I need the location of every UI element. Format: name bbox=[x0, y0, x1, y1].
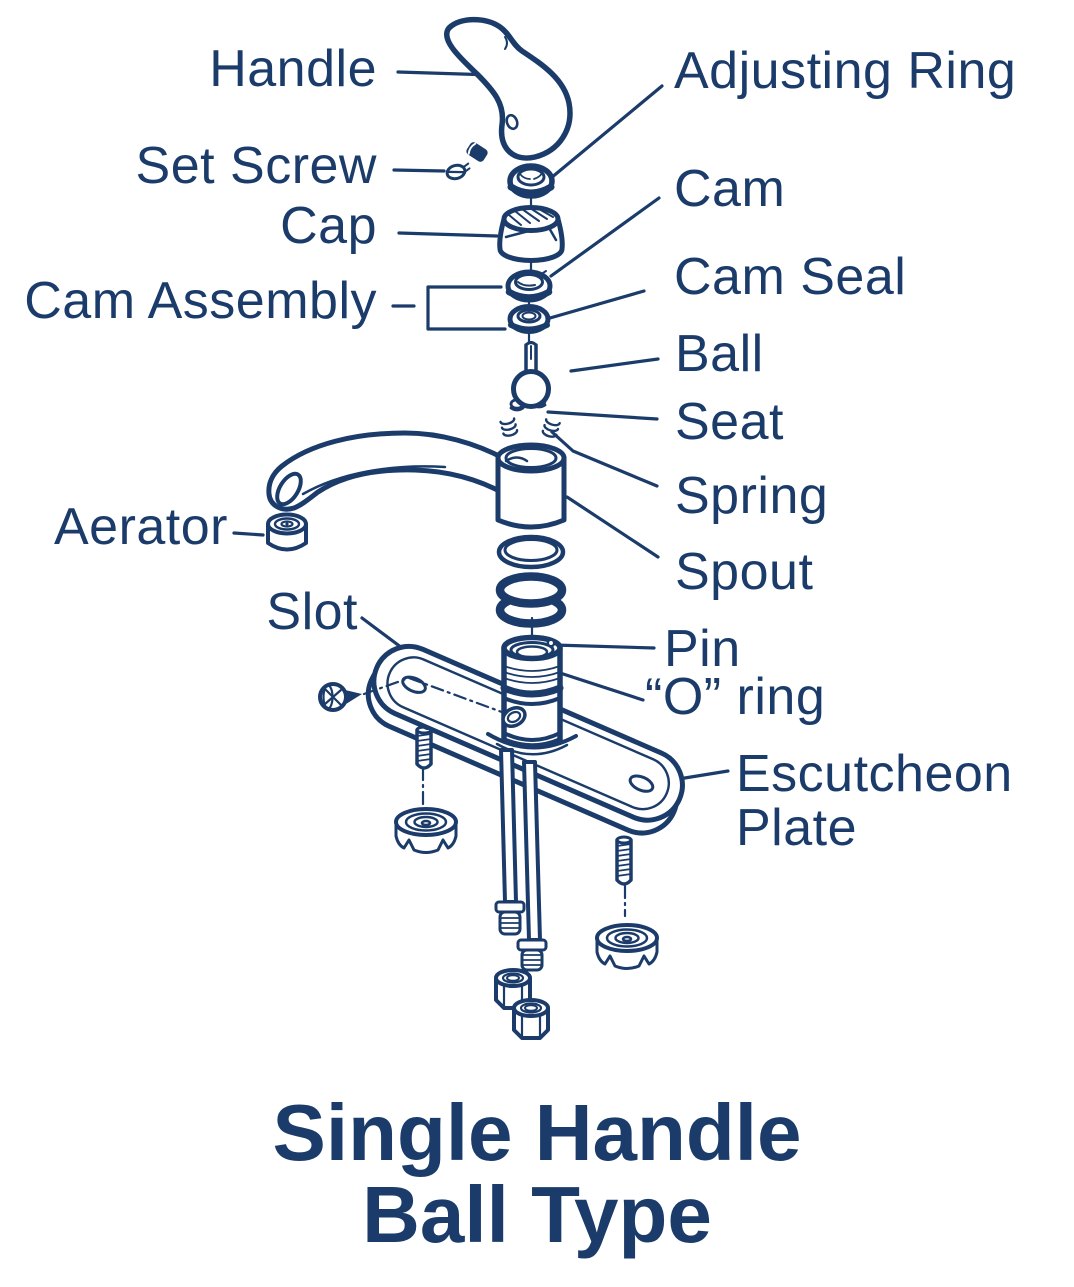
label-pin: Pin bbox=[664, 620, 741, 678]
slip-ring-drawing bbox=[496, 534, 566, 570]
supply-tube-left bbox=[494, 748, 526, 936]
label-handle: Handle bbox=[209, 40, 377, 98]
cam-drawing bbox=[505, 269, 553, 308]
label-ball: Ball bbox=[675, 325, 764, 383]
label-set-screw: Set Screw bbox=[135, 137, 377, 195]
spring-drawing bbox=[499, 417, 561, 438]
diagram-title-line2: Ball Type bbox=[362, 1170, 712, 1259]
spout-drawing bbox=[266, 430, 567, 530]
supply-tube-right bbox=[516, 760, 548, 972]
valve-body-drawing bbox=[500, 616, 564, 749]
hex-nut-2 bbox=[512, 998, 550, 1040]
label-seat: Seat bbox=[675, 393, 784, 451]
cam-seal-drawing bbox=[507, 304, 551, 345]
label-adjusting-ring: Adjusting Ring bbox=[674, 42, 1017, 100]
o-ring-drawing bbox=[495, 572, 567, 628]
mounting-stud-right bbox=[615, 835, 633, 918]
label-cam-assembly: Cam Assembly bbox=[24, 272, 377, 330]
mounting-screw-drawing bbox=[318, 682, 362, 712]
ball-drawing bbox=[511, 341, 551, 409]
label-cam-seal: Cam Seal bbox=[674, 248, 907, 306]
handle-drawing bbox=[444, 16, 573, 161]
label-o-ring: “O” ring bbox=[645, 668, 826, 726]
cap-drawing bbox=[497, 205, 565, 272]
mounting-stud-left bbox=[415, 725, 433, 808]
label-slot: Slot bbox=[266, 583, 358, 641]
label-escutcheon-line1: Escutcheon bbox=[736, 745, 1013, 803]
diagram-title-line1: Single Handle bbox=[272, 1088, 802, 1177]
aerator-drawing bbox=[266, 512, 308, 552]
label-escutcheon-line2: Plate bbox=[736, 799, 858, 857]
adjusting-ring-drawing bbox=[507, 163, 555, 209]
label-cap: Cap bbox=[280, 197, 377, 255]
mounting-washer-right bbox=[595, 923, 659, 970]
label-aerator: Aerator bbox=[53, 498, 228, 556]
label-spout: Spout bbox=[675, 543, 814, 601]
label-spring: Spring bbox=[675, 467, 829, 525]
diagram-title: Single Handle Ball Type bbox=[0, 1092, 1074, 1256]
set-screw-drawing bbox=[445, 142, 488, 181]
pin-drawing bbox=[546, 638, 556, 648]
mounting-washer-left bbox=[394, 807, 458, 854]
label-escutcheon-plate: Escutcheon Plate bbox=[736, 747, 1013, 855]
label-cam: Cam bbox=[674, 160, 786, 218]
slot-hole-drawing bbox=[501, 706, 527, 728]
